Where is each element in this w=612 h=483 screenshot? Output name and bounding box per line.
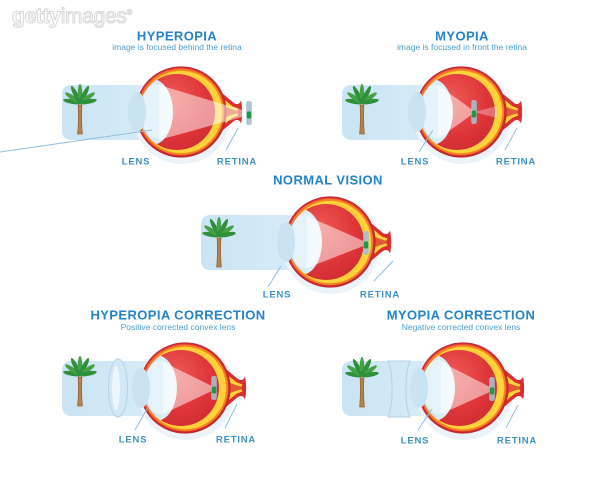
myopia-correction-title: MYOPIA CORRECTION (386, 307, 536, 323)
registered-trademark-icon: ® (126, 8, 133, 17)
normal-vision-diagram (201, 196, 394, 294)
normal-vision-retina-label: RETINA (359, 289, 401, 301)
light-cone (438, 85, 474, 139)
lens-leader-line (267, 265, 282, 288)
light-cone (307, 216, 366, 268)
hyperopia-correction-retina-label: RETINA (215, 434, 257, 446)
light-cone (163, 362, 214, 414)
myopia-diagram (342, 66, 522, 164)
myopia-retina-label: RETINA (495, 156, 537, 168)
myopia-lens-label: LENS (400, 156, 430, 168)
retina-leader-line (505, 404, 519, 429)
myopia-correction-retina-label: RETINA (496, 435, 538, 447)
light-cone-diverging (474, 106, 497, 118)
lens-leader-line (134, 408, 148, 431)
gettyimages-watermark: gettyimages® (11, 5, 133, 28)
lens-leader-line (418, 129, 434, 153)
light-cone (159, 85, 249, 140)
retina-leader-line (224, 403, 238, 429)
retina-leader-line (225, 127, 239, 151)
hyperopia-diagram (0, 66, 252, 164)
hyperopia-subtitle: image is focused behind the retina (112, 41, 242, 52)
green-focus-point-icon (471, 100, 477, 124)
hyperopia-title: HYPEROPIA (136, 28, 218, 44)
retina-leader-line (373, 260, 394, 282)
concave-lens-icon (387, 360, 411, 418)
retina-leader-line (504, 127, 518, 151)
convex-lens-icon (108, 358, 128, 418)
hyperopia-correction-subtitle: Positive corrected convex lens (120, 321, 236, 332)
lens-leader-line (417, 408, 433, 431)
hyperopia-correction-lens-label: LENS (118, 434, 148, 446)
normal-vision-lens-label: LENS (262, 289, 292, 301)
hyperopia-correction-diagram (62, 342, 246, 440)
myopia-title: MYOPIA (435, 28, 489, 44)
myopia-correction-lens-label: LENS (400, 435, 430, 447)
myopia-subtitle: image is focused in front the retina (397, 41, 527, 52)
myopia-correction-subtitle: Negative corrected convex lens (401, 321, 521, 332)
green-focus-point-icon (363, 231, 369, 255)
hyperopia-correction-title: HYPEROPIA CORRECTION (90, 307, 266, 323)
light-cone (441, 362, 492, 414)
myopia-correction-diagram (342, 342, 524, 440)
watermark-brand-bold: getty (11, 5, 61, 28)
lens-leader-line (0, 129, 153, 153)
hyperopia-retina-label: RETINA (216, 156, 258, 168)
green-focus-point-icon (489, 377, 495, 401)
hyperopia-lens-label: LENS (121, 156, 151, 168)
normal-vision-title: NORMAL VISION (273, 172, 383, 188)
green-focus-point-icon (211, 376, 217, 400)
watermark-brand-light: images (60, 5, 127, 28)
green-focus-point-icon (246, 101, 252, 125)
